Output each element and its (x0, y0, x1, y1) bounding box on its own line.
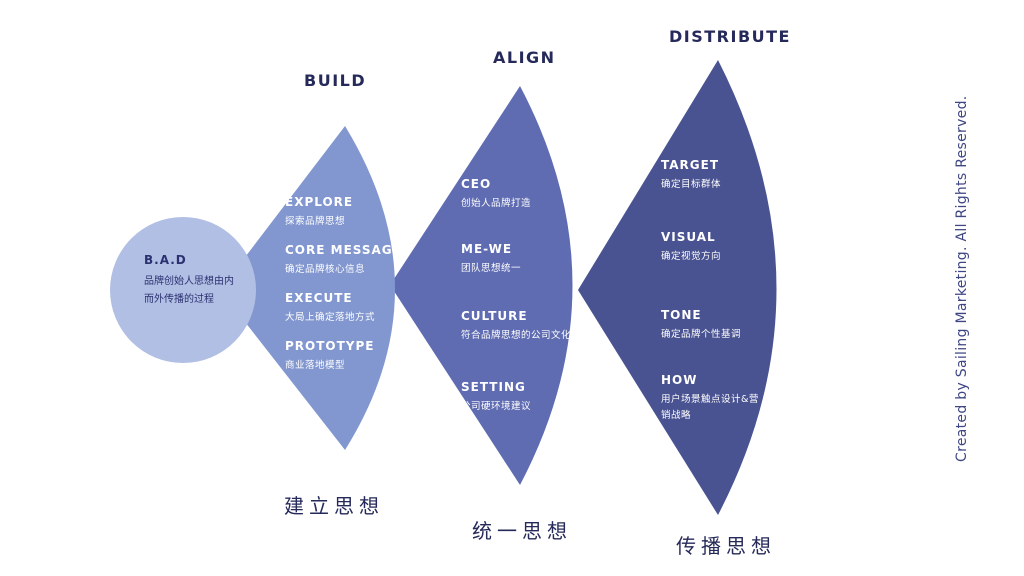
item-subtitle: 确定视觉方向 (661, 251, 722, 262)
item-subtitle: 符合品牌思想的公司文化 (461, 330, 572, 341)
distribute-item-tone: TONE 确定品牌个性基调 (661, 308, 741, 343)
item-title: EXECUTE (285, 291, 353, 305)
item-subtitle: 确定品牌核心信息 (285, 264, 366, 275)
bad-subtitle: 品牌创始人思想由内而外传播的过程 (144, 276, 234, 305)
build-item-core-message: CORE MESSAGE 确定品牌核心信息 (285, 243, 402, 278)
bad-label: B.A.D 品牌创始人思想由内而外传播的过程 (144, 253, 234, 309)
item-title: CEO (461, 177, 492, 191)
item-subtitle: 确定目标群体 (661, 179, 722, 190)
item-title: TARGET (661, 158, 720, 172)
item-title: HOW (661, 373, 698, 387)
build-item-execute: EXECUTE 大局上确定落地方式 (285, 291, 375, 326)
item-subtitle: 确定品牌个性基调 (661, 329, 742, 340)
item-title: PROTOTYPE (285, 339, 375, 353)
bad-title: B.A.D (144, 253, 187, 267)
bad-circle (110, 217, 256, 363)
build-title: BUILD (304, 71, 367, 90)
item-title: ME-WE (461, 242, 513, 256)
item-subtitle: 团队思想统一 (461, 263, 522, 274)
item-title: CULTURE (461, 309, 528, 323)
build-item-explore: EXPLORE 探索品牌思想 (285, 195, 353, 230)
distribute-item-visual: VISUAL 确定视觉方向 (661, 230, 721, 265)
align-item-culture: CULTURE 符合品牌思想的公司文化 (461, 309, 571, 344)
distribute-fan (578, 60, 777, 515)
item-title: CORE MESSAGE (285, 243, 402, 257)
credit-text: Created by Sailing Marketing. All Rights… (954, 95, 970, 462)
item-subtitle: 公司硬环境建议 (461, 401, 532, 412)
item-subtitle: 大局上确定落地方式 (285, 312, 376, 323)
build-caption: 建立思想 (284, 494, 384, 518)
align-item-me-we: ME-WE 团队思想统一 (461, 242, 521, 277)
align-item-ceo: CEO 创始人品牌打造 (461, 177, 531, 212)
distribute-title: DISTRIBUTE (669, 27, 791, 46)
item-title: SETTING (461, 380, 526, 394)
distribute-item-how: HOW 用户场景触点设计&营销战略 (661, 373, 761, 424)
align-fan (390, 86, 573, 485)
item-subtitle: 探索品牌思想 (285, 216, 346, 227)
align-caption: 统一思想 (472, 519, 572, 543)
align-item-setting: SETTING 公司硬环境建议 (461, 380, 531, 415)
build-item-prototype: PROTOTYPE 商业落地模型 (285, 339, 375, 374)
distribute-caption: 传播思想 (676, 534, 776, 558)
build-fan (220, 126, 395, 450)
item-subtitle: 商业落地模型 (285, 360, 346, 371)
item-subtitle: 用户场景触点设计&营销战略 (661, 394, 759, 421)
item-title: VISUAL (661, 230, 716, 244)
align-title: ALIGN (493, 48, 556, 67)
item-subtitle: 创始人品牌打造 (461, 198, 532, 209)
item-title: EXPLORE (285, 195, 354, 209)
item-title: TONE (661, 308, 702, 322)
distribute-item-target: TARGET 确定目标群体 (661, 158, 721, 193)
